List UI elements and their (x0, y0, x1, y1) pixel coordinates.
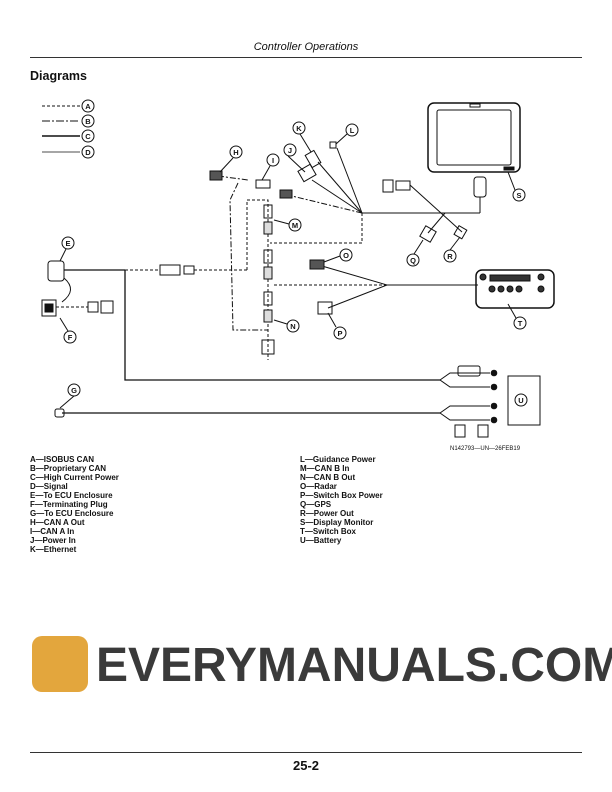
legend-item: C—High Current Power (30, 473, 119, 482)
section-title: Diagrams (30, 69, 87, 83)
legend-item: E—To ECU Enclosure (30, 491, 113, 500)
svg-text:L: L (350, 126, 355, 135)
svg-text:M: M (292, 221, 298, 230)
legend-item: S—Display Monitor (300, 518, 374, 527)
legend-item: D—Signal (30, 482, 68, 491)
legend-right: L—Guidance Power M—CAN B In N—CAN B Out … (300, 455, 383, 545)
callout-q: Q (406, 253, 420, 267)
page-number: 25-2 (292, 758, 320, 773)
header-rule (30, 57, 582, 58)
callout-k: K (292, 121, 306, 135)
callout-i: I (266, 153, 280, 167)
switch-box (475, 269, 555, 309)
line-type-legend (42, 105, 80, 153)
svg-text:D: D (85, 148, 91, 157)
svg-text:E: E (65, 239, 70, 248)
legend-item: R—Power Out (300, 509, 354, 518)
svg-text:I: I (272, 156, 274, 165)
svg-text:J: J (288, 146, 292, 155)
legend-item: Q—GPS (300, 500, 332, 509)
legend-left: A—ISOBUS CAN B—Proprietary CAN C—High Cu… (30, 455, 119, 554)
svg-text:K: K (296, 124, 302, 133)
battery (507, 375, 541, 426)
watermark-logo (32, 636, 88, 692)
legend-item: G—To ECU Enclosure (30, 509, 114, 518)
legend-item: M—CAN B In (300, 464, 350, 473)
harness-main (41, 260, 490, 438)
callout-l: L (345, 123, 359, 137)
callout-u: U (514, 393, 528, 407)
can-b-chain (246, 199, 275, 360)
legend-item: U—Battery (300, 536, 342, 545)
legend-item: K—Ethernet (30, 545, 77, 554)
legend-item: F—Terminating Plug (30, 500, 108, 509)
callout-c: C (81, 129, 95, 143)
battery-terminal-callouts: C C C C (490, 369, 498, 424)
legend-item: J—Power In (30, 536, 76, 545)
callout-g: G (67, 383, 81, 397)
legend-item: A—ISOBUS CAN (30, 455, 95, 464)
callout-f: F (63, 330, 77, 344)
callout-a: A (81, 99, 95, 113)
legend-item: L—Guidance Power (300, 455, 376, 464)
legend-item: P—Switch Box Power (300, 491, 383, 500)
svg-text:B: B (85, 117, 91, 126)
legend-item: H—CAN A Out (30, 518, 85, 527)
svg-text:S: S (516, 191, 521, 200)
svg-text:Q: Q (410, 256, 416, 265)
svg-text:H: H (233, 148, 238, 157)
callout-m: M (288, 218, 302, 232)
legend-item: B—Proprietary CAN (30, 464, 107, 473)
legend-item: T—Switch Box (300, 527, 357, 536)
svg-text:R: R (447, 252, 453, 261)
callout-labels: A B C D E F G H I J K L M N O P Q R S T … (61, 99, 528, 407)
callout-j: J (283, 143, 297, 157)
callout-e: E (61, 236, 75, 250)
svg-text:A: A (85, 102, 91, 111)
callout-p: P (333, 326, 347, 340)
callout-d: D (81, 145, 95, 159)
callout-t: T (513, 316, 527, 330)
callout-n: N (286, 319, 300, 333)
footer-rule (30, 752, 582, 753)
harness-switchbox (272, 259, 478, 315)
watermark: EVERYMANUALS.COM (96, 639, 612, 692)
legend-item: O—Radar (300, 482, 337, 491)
svg-text:P: P (337, 329, 342, 338)
figure-id: N142793—UN—26FEB19 (450, 446, 521, 452)
svg-text:C: C (492, 385, 496, 391)
svg-text:G: G (71, 386, 77, 395)
legend-item: I—CAN A In (30, 527, 75, 536)
display-monitor (427, 102, 521, 213)
legend-item: N—CAN B Out (300, 473, 356, 482)
svg-text:O: O (343, 251, 349, 260)
svg-text:N: N (290, 322, 295, 331)
svg-text:C: C (492, 418, 496, 424)
svg-text:F: F (68, 333, 73, 342)
leader-lines (59, 133, 517, 409)
callout-o: O (339, 248, 353, 262)
svg-text:C: C (492, 404, 496, 410)
callout-b: B (81, 114, 95, 128)
svg-text:U: U (518, 396, 523, 405)
page-header: Controller Operations (253, 41, 359, 53)
svg-text:C: C (85, 132, 91, 141)
svg-text:T: T (518, 319, 523, 328)
callout-h: H (229, 145, 243, 159)
callout-s: S (512, 188, 526, 202)
callout-r: R (443, 249, 457, 263)
harness-upper (209, 141, 480, 331)
svg-text:C: C (492, 371, 496, 377)
